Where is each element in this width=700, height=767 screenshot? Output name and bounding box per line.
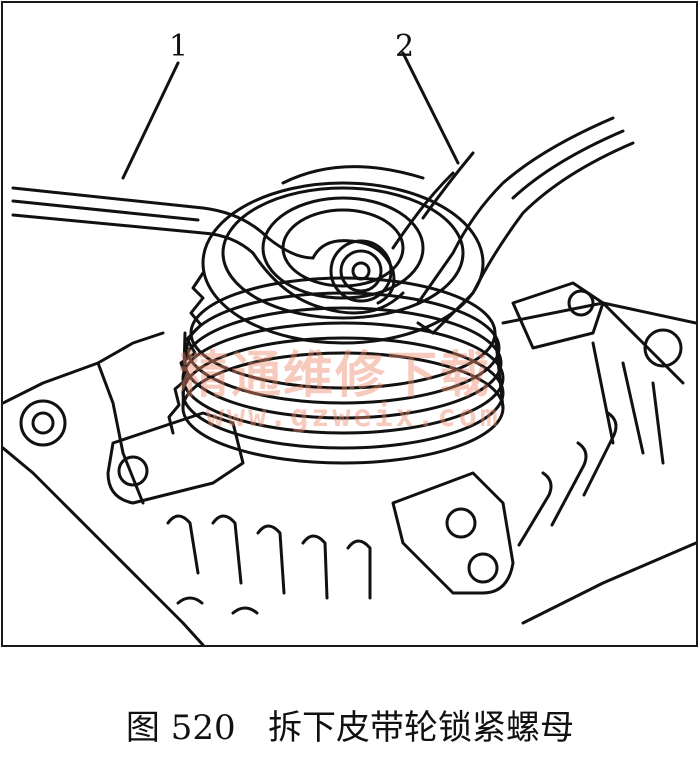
mount-bracket-lower — [391, 471, 515, 595]
wrench-2 — [391, 51, 635, 335]
pulley-removal-drawing — [3, 51, 696, 645]
wrench-1 — [11, 61, 405, 315]
drive-gear-edge — [167, 271, 205, 435]
figure-caption: 图 520 拆下皮带轮锁紧螺母 — [0, 700, 700, 749]
callout-label-1: 1 — [169, 29, 189, 64]
figure-frame: 1 2 精通维修下载 www.gzweix.com — [1, 1, 698, 647]
watermark-url: www.gzweix.com — [206, 399, 501, 434]
mount-bracket-right — [511, 281, 605, 350]
pulley-lock-nut — [329, 239, 393, 303]
housing-cooling-fins — [166, 341, 665, 615]
housing-left — [3, 331, 205, 645]
callout-label-2: 2 — [395, 29, 415, 64]
caption-number: 图 520 — [125, 708, 236, 748]
pulley-grooves — [181, 276, 505, 465]
watermark-text: 精通维修下载 — [179, 346, 491, 404]
caption-title: 拆下皮带轮锁紧螺母 — [268, 708, 575, 748]
